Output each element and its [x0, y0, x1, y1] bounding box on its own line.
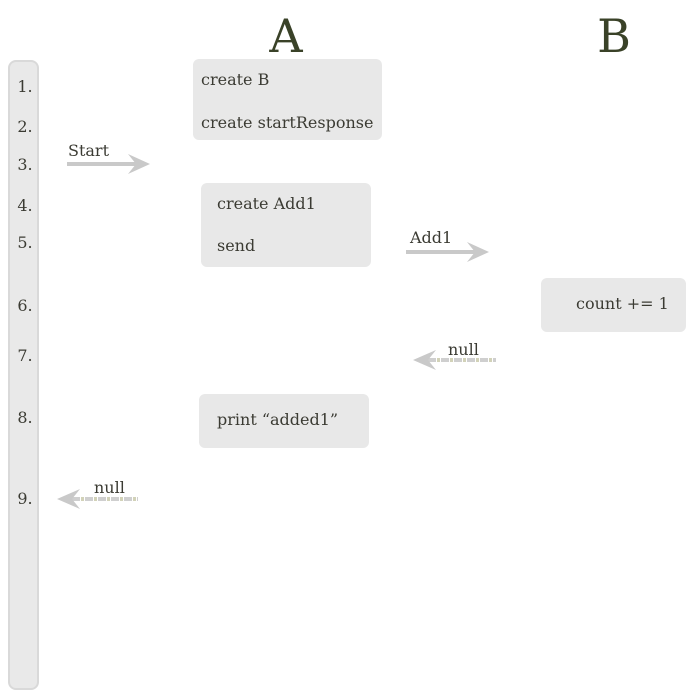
step-number-8: 8.: [17, 408, 33, 427]
box-a-print-line1: print “added1”: [217, 410, 339, 429]
box-a-init: create B create startResponse: [193, 59, 382, 140]
box-a-add-line1: create Add1: [217, 194, 316, 213]
step-number-3: 3.: [17, 155, 33, 174]
box-a-init-line1: create B: [201, 70, 270, 89]
step-number-6: 6.: [17, 296, 33, 315]
message-start-label: Start: [68, 141, 110, 160]
lane-header-a: A: [269, 9, 303, 63]
message-add1-arrow: [406, 242, 489, 262]
message-start-arrow: [67, 154, 150, 174]
box-a-init-line2: create startResponse: [201, 113, 374, 132]
step-number-7: 7.: [17, 346, 33, 365]
box-b-count-line1: count += 1: [576, 294, 669, 313]
step-number-1: 1.: [17, 77, 33, 96]
message-null-b-to-a-arrow: [413, 350, 496, 370]
lane-header-b: B: [597, 9, 631, 63]
message-add1-label: Add1: [410, 228, 453, 247]
message-null-a-to-caller-arrow: [57, 489, 138, 509]
box-b-count: count += 1: [541, 278, 686, 332]
step-number-4: 4.: [17, 196, 33, 215]
message-null-b-to-a-label: null: [448, 340, 479, 359]
step-number-9: 9.: [17, 489, 33, 508]
timeline-bar: [8, 60, 39, 690]
step-number-5: 5.: [17, 233, 33, 252]
box-a-add: create Add1 send: [201, 183, 371, 267]
message-null-a-to-caller-label: null: [94, 478, 125, 497]
box-a-add-line2: send: [217, 236, 256, 255]
box-a-print: print “added1”: [199, 394, 369, 448]
step-number-2: 2.: [17, 117, 33, 136]
